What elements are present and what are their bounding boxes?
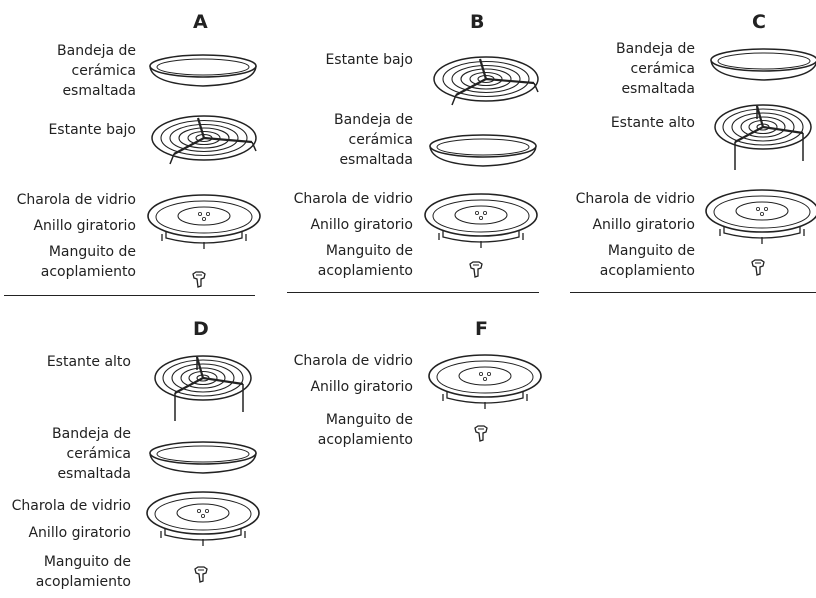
- panel-c-label-7: Manguito de: [607, 243, 695, 259]
- panel-d-label-6: Anillo giratorio: [28, 525, 131, 541]
- panel-a-label-6: Anillo giratorio: [33, 218, 136, 234]
- panel-b-label-5: Charola de vidrio: [293, 191, 413, 207]
- panel-c-plate: [705, 189, 816, 245]
- panel-b-coupler: [469, 261, 483, 278]
- panel-d-label-1: Estante alto: [46, 354, 131, 370]
- panel-a-rack: [150, 114, 258, 166]
- panel-d-label-7: Manguito de: [43, 554, 131, 570]
- panel-a-label-2: cerámica: [71, 63, 136, 79]
- panel-f-coupler: [474, 425, 488, 442]
- panel-f-label-1: Charola de vidrio: [293, 353, 413, 369]
- panel-c-label-4: Estante alto: [610, 115, 695, 131]
- panel-c-label-3: esmaltada: [621, 81, 695, 97]
- panel-b-rack: [432, 55, 540, 107]
- panel-b-label-8: acoplamiento: [317, 263, 413, 279]
- panel-a-plate: [147, 194, 261, 250]
- panel-d-tray: [149, 441, 257, 474]
- panel-c-coupler: [751, 259, 765, 276]
- panel-f-plate: [428, 354, 542, 410]
- panel-d-label-8: acoplamiento: [35, 574, 131, 590]
- panel-a-label-5: Charola de vidrio: [16, 192, 136, 208]
- panel-d-letter: D: [193, 318, 209, 340]
- panel-b-tray: [429, 134, 537, 167]
- panel-c-letter: C: [752, 11, 766, 33]
- panel-a-coupler: [192, 271, 206, 288]
- panel-b-label-1: Estante bajo: [325, 52, 413, 68]
- panel-f-label-3: Manguito de: [325, 412, 413, 428]
- panel-b-label-3: cerámica: [348, 132, 413, 148]
- panel-b-plate: [424, 193, 538, 249]
- panel-d-label-2: Bandeja de: [52, 426, 131, 442]
- panel-c-label-6: Anillo giratorio: [592, 217, 695, 233]
- panel-f-letter: F: [475, 318, 488, 340]
- separator-b: [287, 292, 539, 293]
- panel-f-label-4: acoplamiento: [317, 432, 413, 448]
- panel-a-letter: A: [193, 11, 208, 33]
- panel-d-rack: [153, 354, 253, 423]
- panel-c-rack: [713, 103, 813, 172]
- panel-b-label-6: Anillo giratorio: [310, 217, 413, 233]
- separator-c: [570, 292, 816, 293]
- panel-d-coupler: [194, 566, 208, 583]
- panel-a-label-1: Bandeja de: [57, 43, 136, 59]
- panel-c-label-1: Bandeja de: [616, 41, 695, 57]
- panel-a-label-7: Manguito de: [48, 244, 136, 260]
- panel-d-label-5: Charola de vidrio: [11, 498, 131, 514]
- panel-d-label-4: esmaltada: [57, 466, 131, 482]
- panel-c-label-8: acoplamiento: [599, 263, 695, 279]
- panel-b-label-4: esmaltada: [339, 152, 413, 168]
- panel-c-tray: [710, 48, 816, 81]
- panel-b-letter: B: [470, 11, 485, 33]
- panel-b-label-7: Manguito de: [325, 243, 413, 259]
- separator-a: [4, 295, 255, 296]
- panel-c-label-2: cerámica: [630, 61, 695, 77]
- panel-a-tray: [149, 54, 257, 87]
- panel-a-label-3: esmaltada: [62, 83, 136, 99]
- panel-d-label-3: cerámica: [66, 446, 131, 462]
- panel-b-label-2: Bandeja de: [334, 112, 413, 128]
- panel-f-label-2: Anillo giratorio: [310, 379, 413, 395]
- panel-a-label-8: acoplamiento: [40, 264, 136, 280]
- panel-a-label-4: Estante bajo: [48, 122, 136, 138]
- panel-c-label-5: Charola de vidrio: [575, 191, 695, 207]
- panel-d-plate: [146, 491, 260, 547]
